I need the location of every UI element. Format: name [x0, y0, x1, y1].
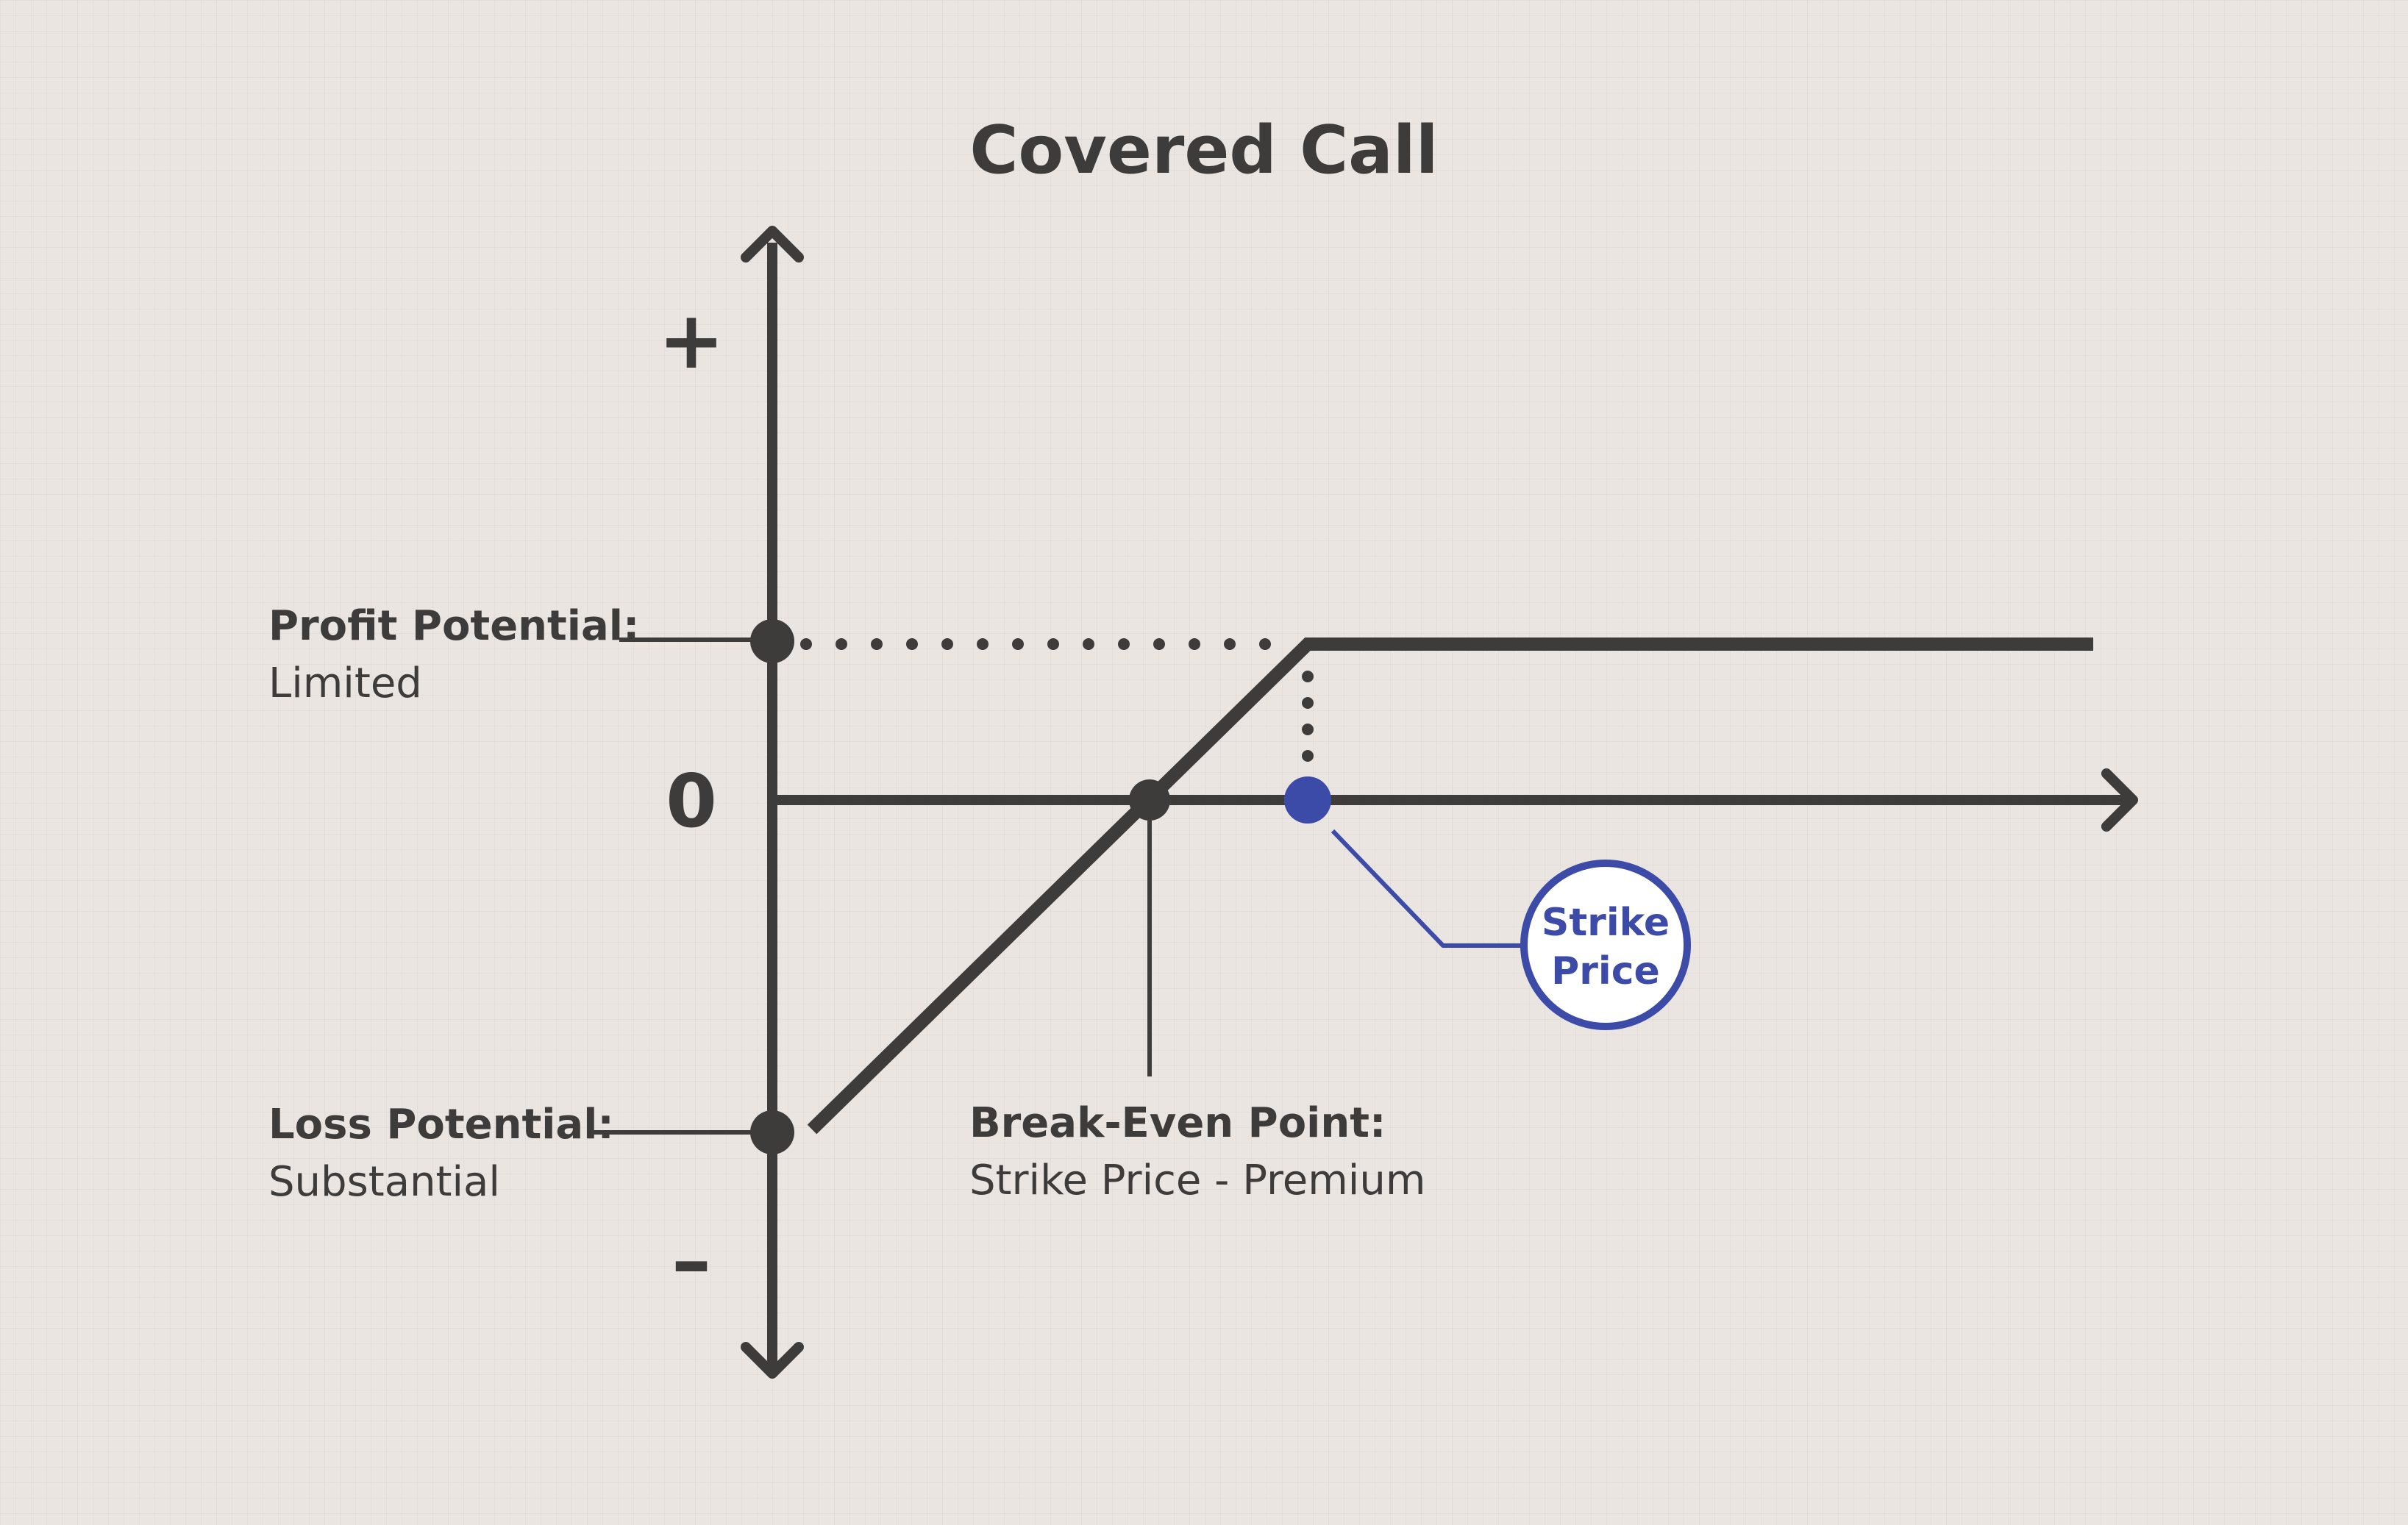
payoff-line — [807, 638, 2093, 1135]
plus-sign: + — [658, 295, 725, 387]
diagram-title: Covered Call — [969, 112, 1438, 189]
profit-potential-label: Profit Potential: — [268, 602, 639, 650]
strike-callout-line1: Strike — [1542, 901, 1670, 945]
breakeven-value: Strike Price - Premium — [969, 1157, 1425, 1204]
y-axis-down-arrowhead — [741, 1342, 804, 1379]
y-axis-up-arrowhead — [741, 226, 804, 262]
loss-potential-label: Loss Potential: — [268, 1101, 614, 1149]
zero-label: 0 — [666, 758, 717, 844]
strike-price-point — [1284, 776, 1331, 824]
loss-potential-value: Substantial — [268, 1158, 500, 1206]
minus-sign: – — [672, 1215, 711, 1307]
x-axis-arrowhead — [2101, 768, 2138, 832]
breakeven-point — [1129, 779, 1170, 821]
max-profit-point — [750, 619, 794, 663]
strike-price-callout — [1520, 860, 1691, 1030]
strike-leader-line — [1331, 829, 1524, 948]
strike-callout-line2: Price — [1551, 949, 1660, 993]
max-loss-point — [750, 1110, 794, 1154]
profit-potential-value: Limited — [268, 660, 422, 707]
breakeven-label: Break-Even Point: — [969, 1099, 1386, 1147]
